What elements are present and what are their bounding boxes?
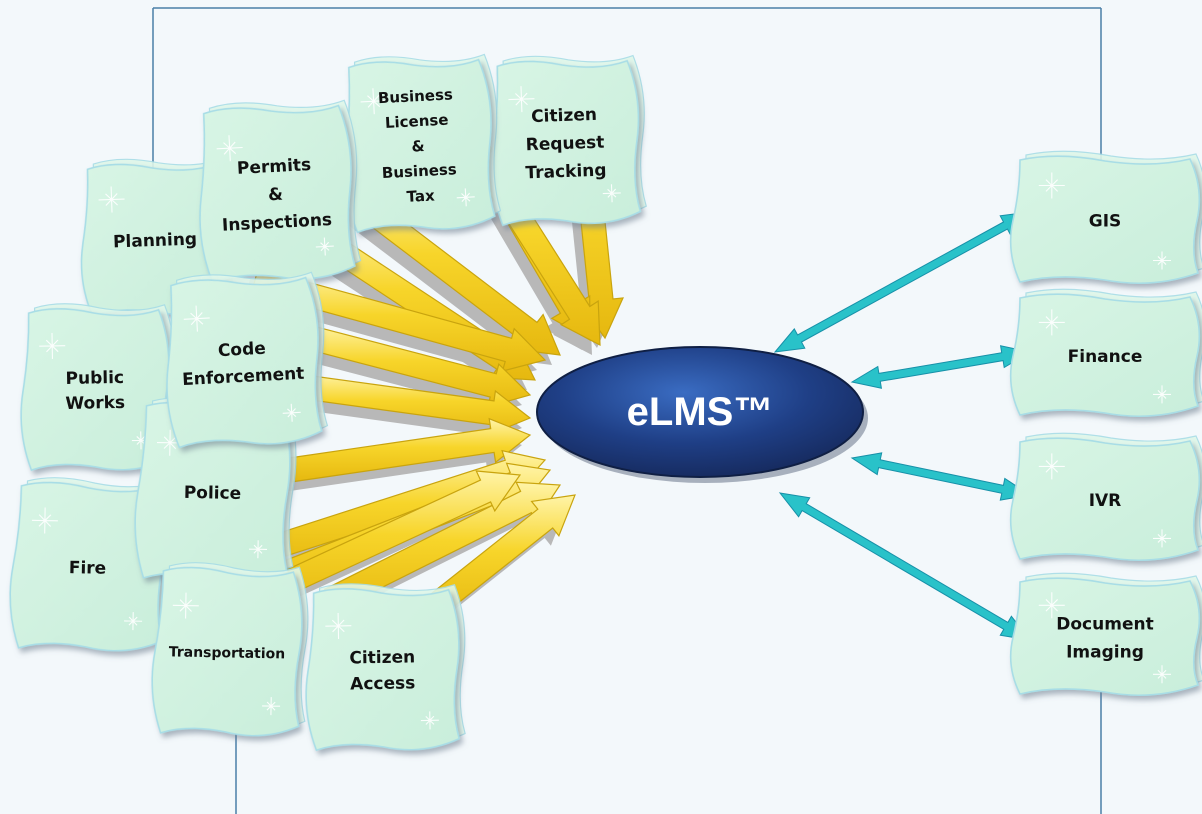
- sparkle-decoration: [124, 612, 143, 631]
- module-tile-planning-label-line: Planning: [113, 229, 198, 252]
- sparkle-decoration: [1038, 172, 1065, 199]
- sparkle-decoration: [1153, 665, 1171, 684]
- sparkle-decoration: [262, 697, 281, 716]
- module-tile-fire-label-line: Fire: [69, 558, 107, 579]
- sparkle-decoration: [1153, 251, 1171, 270]
- bidirectional-link: [773, 211, 1032, 353]
- integration-tile-document-imaging-label-line: Document: [1056, 614, 1153, 634]
- bidirectional-link: [778, 492, 1032, 641]
- module-tile-citizen-request-label-line: Tracking: [525, 161, 607, 184]
- bidirectional-link: [850, 345, 1032, 389]
- module-tile-citizen-access-label-line: Access: [350, 673, 415, 694]
- module-tile-public-works-label-line: Public: [65, 368, 124, 389]
- tile-shape: [199, 104, 356, 284]
- hub-label: eLMS™: [627, 390, 774, 434]
- module-tile-permits: Permits&Inspections: [199, 99, 362, 284]
- sparkle-decoration: [508, 86, 535, 113]
- sparkle-decoration: [1153, 385, 1171, 404]
- sparkle-decoration: [183, 305, 210, 332]
- inbound-arrow: [287, 417, 532, 483]
- integration-tile-gis-label-line: GIS: [1089, 211, 1122, 231]
- module-tile-citizen-access-label-line: Citizen: [349, 647, 415, 668]
- tile-shape: [1009, 577, 1201, 696]
- integration-tile-finance: Finance: [1009, 288, 1202, 417]
- module-tile-transportation-label-line: Transportation: [169, 644, 286, 662]
- sparkle-decoration: [249, 540, 268, 559]
- module-tile-business-label-line: &: [411, 137, 425, 156]
- module-tile-citizen-request-label-line: Citizen: [531, 105, 597, 127]
- sparkle-decoration: [216, 135, 243, 162]
- module-tile-business-label-line: Tax: [406, 186, 435, 205]
- sparkle-decoration: [172, 592, 199, 619]
- integration-tile-ivr-label-line: IVR: [1089, 491, 1122, 511]
- sparkle-decoration: [98, 186, 125, 213]
- module-tile-fire: Fire: [9, 477, 172, 652]
- tile-shape: [305, 588, 461, 752]
- sparkle-decoration: [156, 429, 183, 456]
- sparkle-decoration: [1153, 529, 1171, 548]
- integration-tile-gis: GIS: [1009, 150, 1202, 284]
- module-tile-permits-label-line: Permits: [237, 155, 312, 179]
- integration-tile-finance-label-line: Finance: [1068, 347, 1143, 367]
- integration-links: [773, 211, 1032, 641]
- bidirectional-link: [850, 452, 1032, 501]
- tile-shape: [1009, 293, 1201, 417]
- sparkle-decoration: [602, 184, 621, 203]
- sparkle-decoration: [39, 332, 66, 359]
- sparkle-decoration: [315, 237, 334, 256]
- module-tile-transportation: Transportation: [151, 562, 309, 737]
- tile-shape: [166, 276, 323, 449]
- module-tiles: PlanningPublicWorksFireCitizenRequestTra…: [9, 53, 647, 752]
- integration-tile-document-imaging-label-line: Imaging: [1066, 642, 1144, 662]
- sparkle-decoration: [131, 431, 150, 450]
- module-tile-business-label-line: Business: [381, 160, 457, 182]
- module-tile-code-label-line: Code: [217, 339, 266, 361]
- sparkle-decoration: [456, 188, 475, 207]
- sparkle-decoration: [1038, 453, 1065, 480]
- tile-shape: [1009, 437, 1201, 561]
- module-tile-business-label-line: Business: [378, 85, 454, 107]
- integration-tile-ivr: IVR: [1009, 432, 1202, 561]
- sparkle-decoration: [31, 507, 58, 534]
- sparkle-decoration: [420, 711, 439, 730]
- tile-shape: [1009, 155, 1201, 284]
- sparkle-decoration: [1038, 309, 1065, 336]
- module-tile-business-label-line: License: [385, 111, 449, 132]
- sparkle-decoration: [325, 612, 352, 639]
- module-tile-police-label-line: Police: [184, 483, 242, 504]
- module-tile-permits-label-line: &: [268, 185, 284, 206]
- elms-hub: eLMS™: [536, 346, 868, 483]
- frame: [152, 7, 1102, 814]
- module-tile-public-works-label-line: Works: [65, 393, 125, 414]
- module-tile-citizen-request-label-line: Request: [525, 133, 604, 156]
- sparkle-decoration: [360, 88, 387, 115]
- sparkle-decoration: [1038, 592, 1065, 619]
- sparkle-decoration: [282, 403, 301, 422]
- hub-ellipse: [536, 346, 864, 478]
